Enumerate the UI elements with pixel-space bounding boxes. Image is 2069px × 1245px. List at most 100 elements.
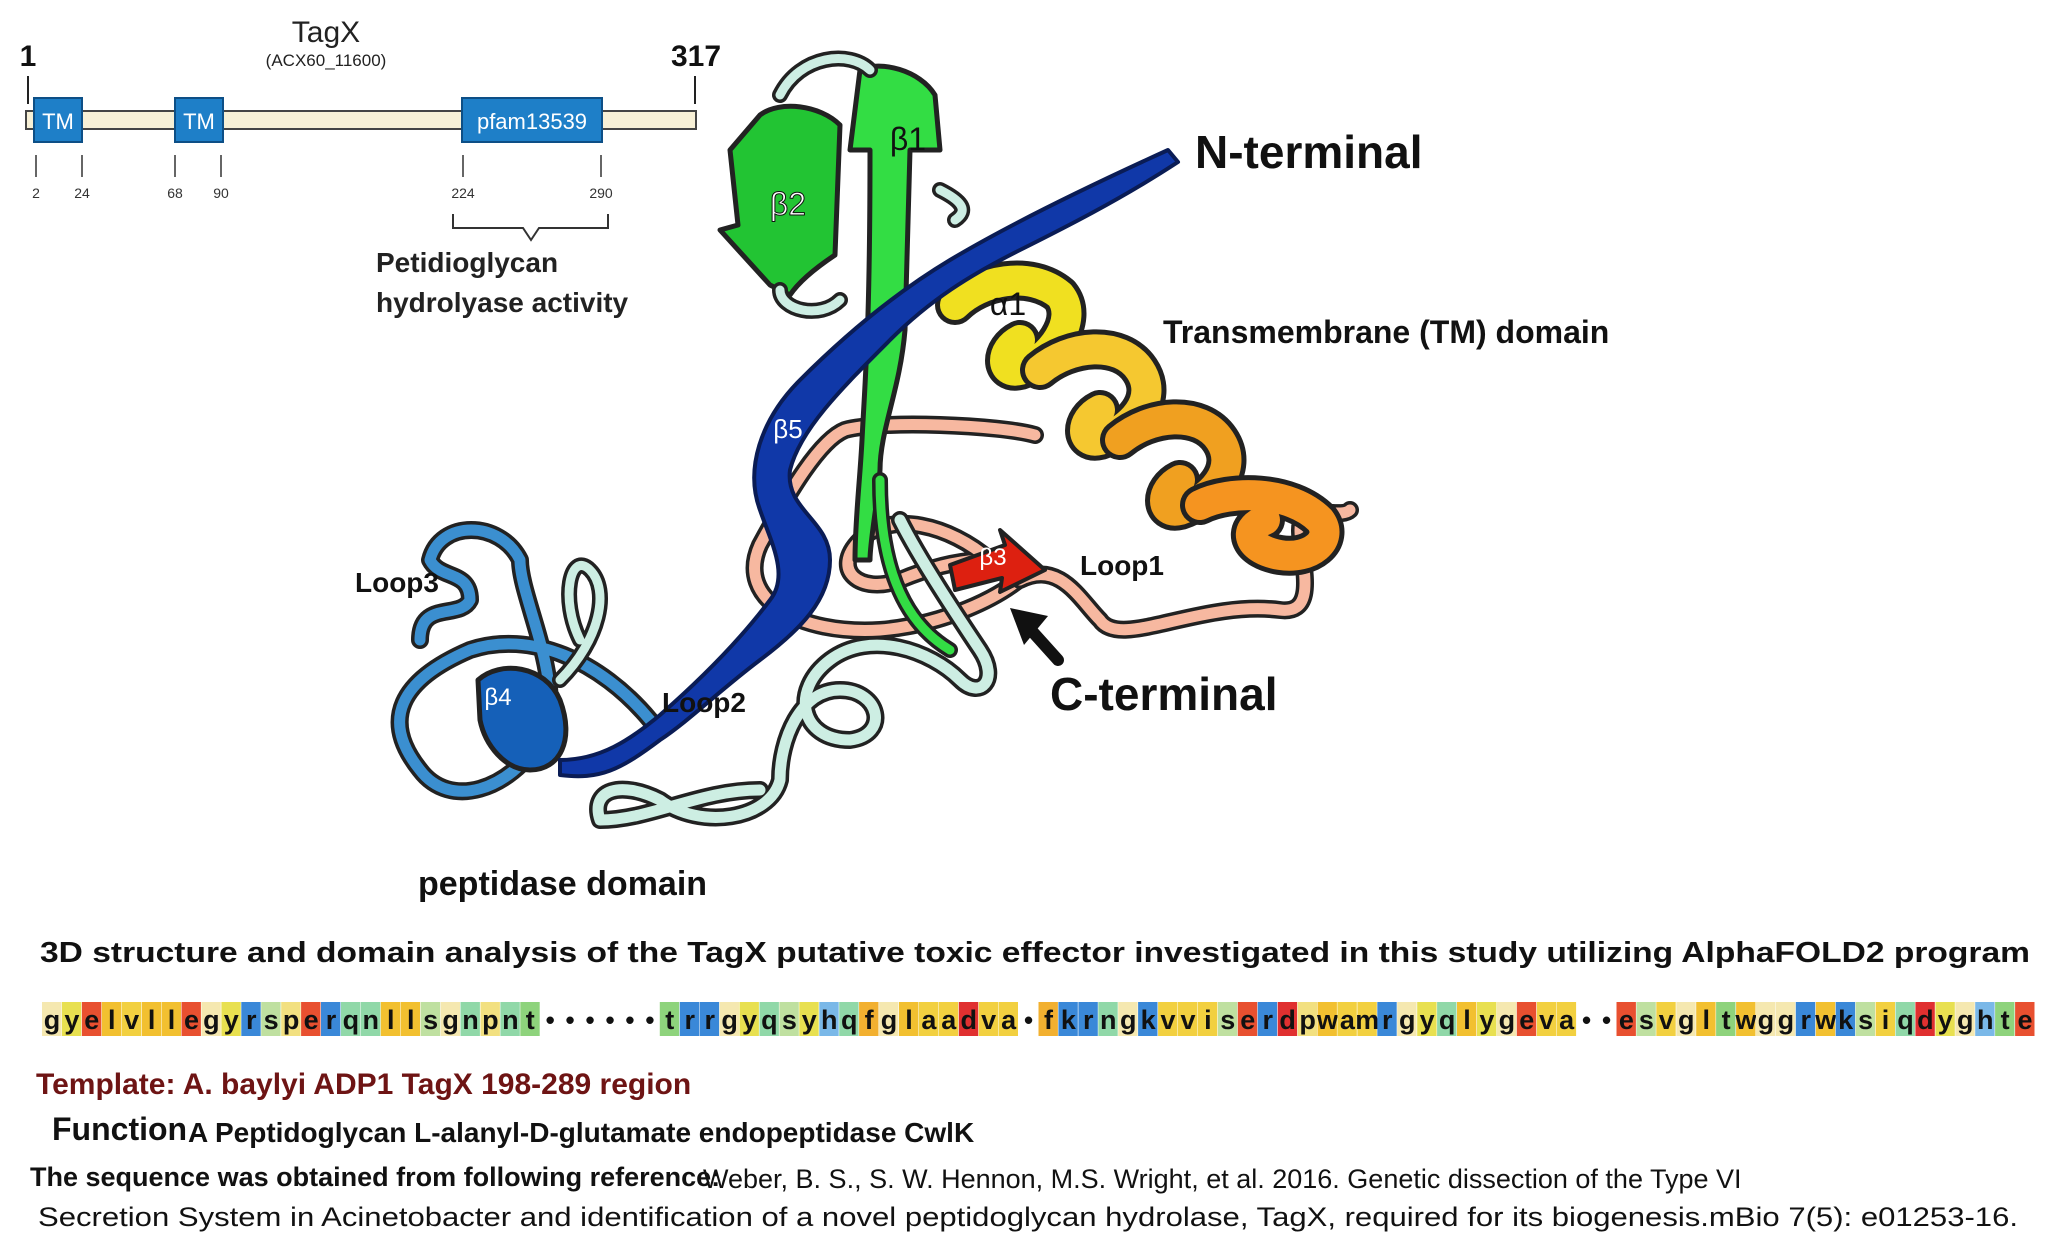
residue-letter: g [1758, 1005, 1775, 1035]
residue-cell [1257, 1002, 1278, 1036]
sequence-end-number: 317 [671, 40, 721, 73]
residue-cell [1696, 1002, 1716, 1036]
residue-cell [1038, 1002, 1058, 1036]
gap-symbol: • [546, 1005, 555, 1035]
residue-letter: r [704, 1005, 715, 1035]
residue-cell [679, 1002, 700, 1036]
residue-letter: v [1160, 1005, 1175, 1035]
residue-letter: i [1882, 1005, 1890, 1035]
residue-cell [1118, 1002, 1138, 1036]
beta4-strand [475, 665, 569, 773]
residue-letter: k [1838, 1005, 1854, 1035]
residue-letter: s [423, 1005, 438, 1035]
loop3-label: Loop3 [355, 567, 439, 598]
gap-symbol: • [605, 1005, 614, 1035]
c-terminal-arrow [1010, 608, 1064, 666]
residue-cell [1835, 1002, 1856, 1036]
position-label: 24 [74, 185, 90, 201]
residue-cell [1536, 1002, 1557, 1036]
residue-cell [1197, 1002, 1218, 1036]
reference-line1: Weber, B. S., S. W. Hennon, M.S. Wright,… [703, 1164, 1742, 1194]
activity-label-line2: hydrolyase activity [376, 287, 629, 318]
residue-letter: r [326, 1005, 337, 1035]
residue-cell [1058, 1002, 1078, 1036]
residue-cell [520, 1002, 540, 1036]
residue-letter: r [1083, 1005, 1094, 1035]
residue-cell [799, 1002, 819, 1036]
residue-cell [360, 1002, 381, 1036]
function-text: A Peptidoglycan L-alanyl-D-glutamate end… [188, 1117, 974, 1148]
residue-cell [1895, 1002, 1915, 1036]
activity-bracket [452, 214, 609, 242]
residue-cell [1656, 1002, 1676, 1036]
position-label: 290 [589, 185, 613, 201]
residue-cell [440, 1002, 460, 1036]
beta3-label: β3 [979, 544, 1006, 571]
residue-letter: m [1355, 1005, 1379, 1035]
residue-letter: a [921, 1005, 937, 1035]
residue-cell [81, 1002, 102, 1036]
residue-cell [241, 1002, 261, 1036]
residue-cell [2015, 1002, 2035, 1036]
residue-letter: e [1619, 1005, 1634, 1035]
residue-letter: l [108, 1005, 116, 1035]
gap-symbol: • [586, 1005, 595, 1035]
residue-cell [1158, 1002, 1178, 1036]
domain-label: TM [183, 109, 215, 134]
residue-letter: d [960, 1005, 977, 1035]
residue-letter: g [881, 1005, 898, 1035]
residue-cell [1098, 1002, 1118, 1036]
residue-letter: g [1120, 1005, 1137, 1035]
residue-cell [1237, 1002, 1258, 1036]
residue-letter: y [1938, 1005, 1953, 1035]
sequence-start-number: 1 [20, 40, 37, 73]
tm-domain-label: Transmembrane (TM) domain [1163, 314, 1609, 350]
residue-letter: a [1340, 1005, 1356, 1035]
residue-cell [380, 1002, 401, 1036]
domain-label: TM [42, 109, 74, 134]
residue-cell [659, 1002, 680, 1036]
gap-symbol: • [625, 1005, 634, 1035]
residue-cell [879, 1002, 899, 1036]
residue-cell [1676, 1002, 1696, 1036]
beta2-label: β2 [770, 186, 806, 222]
residue-letter: y [1479, 1005, 1494, 1035]
residue-cell [480, 1002, 500, 1036]
residue-letter: y [1420, 1005, 1435, 1035]
residue-cell [141, 1002, 162, 1036]
residue-letter: g [1399, 1005, 1416, 1035]
beta5-strand [558, 148, 1180, 779]
residue-cell [699, 1002, 720, 1036]
residue-letter: r [1262, 1005, 1273, 1035]
residue-letter: t [1722, 1005, 1731, 1035]
residue-letter: g [721, 1005, 738, 1035]
residue-cell [1138, 1002, 1158, 1036]
residue-cell [1955, 1002, 1975, 1036]
residue-letter: e [1519, 1005, 1534, 1035]
residue-letter: e [184, 1005, 199, 1035]
residue-cell [998, 1002, 1018, 1036]
residue-cell [1178, 1002, 1198, 1036]
residue-cell [1417, 1002, 1437, 1036]
residue-letter: v [1180, 1005, 1195, 1035]
residue-cell [121, 1002, 142, 1036]
locus-tag: (ACX60_11600) [266, 51, 387, 70]
residue-cell [500, 1002, 520, 1036]
residue-cell [1775, 1002, 1796, 1036]
residue-letter: l [905, 1005, 913, 1035]
residue-cell [1995, 1002, 2015, 1036]
residue-letter: k [1141, 1005, 1157, 1035]
residue-cell [739, 1002, 759, 1036]
residue-letter: g [203, 1005, 220, 1035]
residue-cell [1716, 1002, 1736, 1036]
reference-heading: The sequence was obtained from following… [30, 1162, 720, 1192]
residue-cell [201, 1002, 221, 1036]
gap-symbol: • [645, 1005, 654, 1035]
residue-letter: w [1734, 1005, 1757, 1035]
loop1-label: Loop1 [1080, 550, 1164, 581]
residue-cell [859, 1002, 879, 1036]
peptidase-domain-label: peptidase domain [418, 865, 707, 903]
residue-letter: d [1279, 1005, 1296, 1035]
residue-letter: w [1814, 1005, 1837, 1035]
